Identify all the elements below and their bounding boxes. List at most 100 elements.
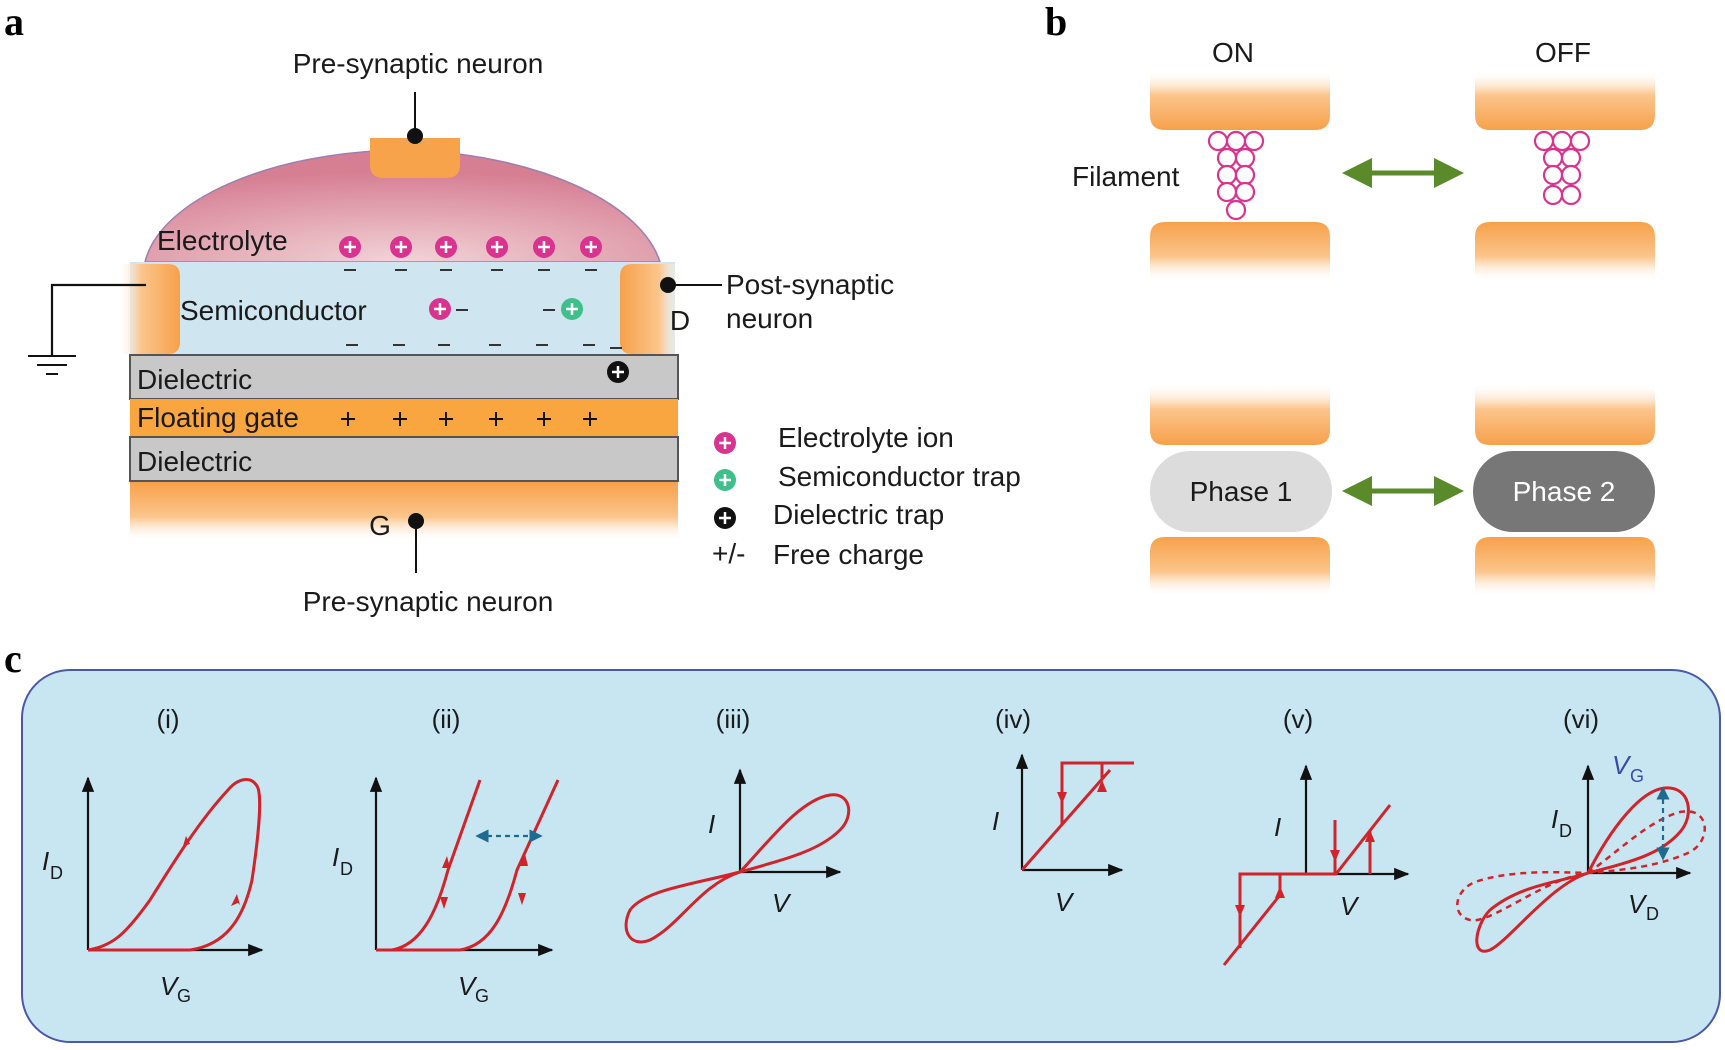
plot-ii-x-sub: G <box>475 986 489 1006</box>
electrolyte-ion-icon <box>435 236 457 258</box>
off-top-electrode <box>1475 72 1655 130</box>
off-filament <box>1533 130 1591 206</box>
plot-ii-y-label: I <box>332 842 339 872</box>
plot-vi: V G I D V D <box>1456 750 1706 953</box>
plot-iv-y-label: I <box>992 806 999 836</box>
legend-free-charge: Free charge <box>773 539 924 570</box>
plot-iv-arrow-down <box>1057 792 1067 804</box>
on-label: ON <box>1212 37 1254 68</box>
plot-i: I D V G <box>42 776 264 1006</box>
subpanel-label-iii: (iii) <box>716 704 751 734</box>
plot-vi-vg-label: V <box>1612 750 1632 780</box>
filament-switch-arrow <box>1342 158 1464 188</box>
phase1-label: Phase 1 <box>1190 476 1293 507</box>
semiconductor-label: Semiconductor <box>180 295 367 326</box>
off-label: OFF <box>1535 37 1591 68</box>
presyn-bottom-label: Pre-synaptic neuron <box>303 586 554 617</box>
subpanel-label-i: (i) <box>156 704 179 734</box>
plot-v-arrow-pos-up <box>1365 830 1375 842</box>
phase2-region <box>1473 451 1655 532</box>
plot-iv-switching-curve <box>1020 761 1134 871</box>
panel-c-background <box>21 669 1721 1043</box>
top-gate-electrode <box>370 138 460 178</box>
plot-i-arrow-down <box>183 836 190 846</box>
black-plus-circle-icon <box>714 507 736 529</box>
subpanel-label-vi: (vi) <box>1563 704 1599 734</box>
plot-iii: I V <box>624 768 851 944</box>
dielectric-top-label: Dielectric <box>137 364 252 395</box>
plot-ii-arrows-right <box>518 854 528 905</box>
drain-label: D <box>670 305 690 336</box>
electrolyte-ion-icon <box>580 236 602 258</box>
plot-i-x-sub: G <box>177 986 191 1006</box>
phase2-top-electrode <box>1475 385 1655 445</box>
plot-i-y-sub: D <box>50 863 63 883</box>
postsyn-label-line2: neuron <box>726 303 813 334</box>
phase1-top-electrode <box>1150 385 1330 445</box>
plot-i-y-label: I <box>42 846 49 876</box>
electrolyte-ion-icon <box>486 236 508 258</box>
plot-ii-arrows-left <box>440 856 450 909</box>
floating-gate-charges <box>341 412 597 426</box>
dielectric-bottom-layer <box>129 436 679 482</box>
plot-v-switching-curve <box>1222 804 1392 966</box>
green-plus-circle-icon <box>714 469 736 491</box>
source-electrode <box>120 264 180 354</box>
legend-dielectric-trap: Dielectric trap <box>773 499 944 530</box>
on-bottom-electrode <box>1150 222 1330 280</box>
plot-ii-x-label: V <box>458 971 478 1001</box>
presyn-top-label: Pre-synaptic neuron <box>293 48 544 79</box>
semiconductor-trap-icon <box>561 298 583 320</box>
gate-label: G <box>369 510 391 541</box>
plot-v: I V <box>1222 764 1410 966</box>
electrolyte-ion-icon <box>533 236 555 258</box>
legend-electrolyte-ion: Electrolyte ion <box>778 422 954 453</box>
plot-v-y-label: I <box>1274 812 1281 842</box>
induced-charge-row-bottom <box>346 344 622 349</box>
plot-iii-y-label: I <box>708 809 715 839</box>
phase-switch-arrow <box>1342 476 1464 506</box>
plot-i-hysteresis-curve <box>87 778 262 952</box>
phase2-label: Phase 2 <box>1513 476 1616 507</box>
plot-iv-arrow-up <box>1097 780 1107 792</box>
filament-label: Filament <box>1072 161 1180 192</box>
subpanel-label-iv: (iv) <box>995 704 1031 734</box>
bottom-gate-electrode <box>130 482 678 540</box>
plot-vi-vg-sub: G <box>1630 766 1644 786</box>
top-contact-dot <box>407 128 423 144</box>
phase2-bottom-electrode <box>1475 537 1655 595</box>
panel-label-b: b <box>1045 0 1067 44</box>
plot-v-arrow-neg-down <box>1235 905 1245 917</box>
semiconductor-ion-icon <box>429 298 451 320</box>
free-charge-symbol: +/- <box>712 538 745 569</box>
plot-vi-x-sub: D <box>1646 904 1659 924</box>
plot-vi-y-label: I <box>1551 804 1558 834</box>
subpanel-label-ii: (ii) <box>432 704 461 734</box>
plot-iii-x-label: V <box>772 888 792 918</box>
off-bottom-electrode <box>1475 222 1655 280</box>
legend: Electrolyte ion Semiconductor trap Diele… <box>712 422 1021 570</box>
semiconductor-layer <box>130 262 675 354</box>
on-filament <box>1207 130 1265 221</box>
panel-label-a: a <box>4 0 24 44</box>
plot-ii: I D V G <box>332 776 560 1006</box>
plot-vi-y-sub: D <box>1559 821 1572 841</box>
electrolyte-label: Electrolyte <box>157 225 288 256</box>
legend-semiconductor-trap: Semiconductor trap <box>778 461 1021 492</box>
on-top-electrode <box>1150 72 1330 130</box>
plot-ii-y-sub: D <box>340 859 353 879</box>
electrolyte-ion-icon <box>339 236 361 258</box>
phase1-bottom-electrode <box>1150 537 1330 595</box>
plot-vi-dashed-loop <box>1456 810 1706 922</box>
floating-gate-label: Floating gate <box>137 402 299 433</box>
subpanel-label-v: (v) <box>1283 704 1313 734</box>
dielectric-trap-icon <box>607 361 629 383</box>
panel-label-c: c <box>4 636 22 681</box>
ground-wire <box>50 283 146 355</box>
dielectric-top-layer <box>129 354 679 400</box>
plot-ii-curve-right <box>376 779 560 952</box>
plot-iv: I V <box>992 753 1134 917</box>
plot-v-arrow-neg-up <box>1275 886 1285 898</box>
plot-iii-loop-curve <box>624 793 851 944</box>
